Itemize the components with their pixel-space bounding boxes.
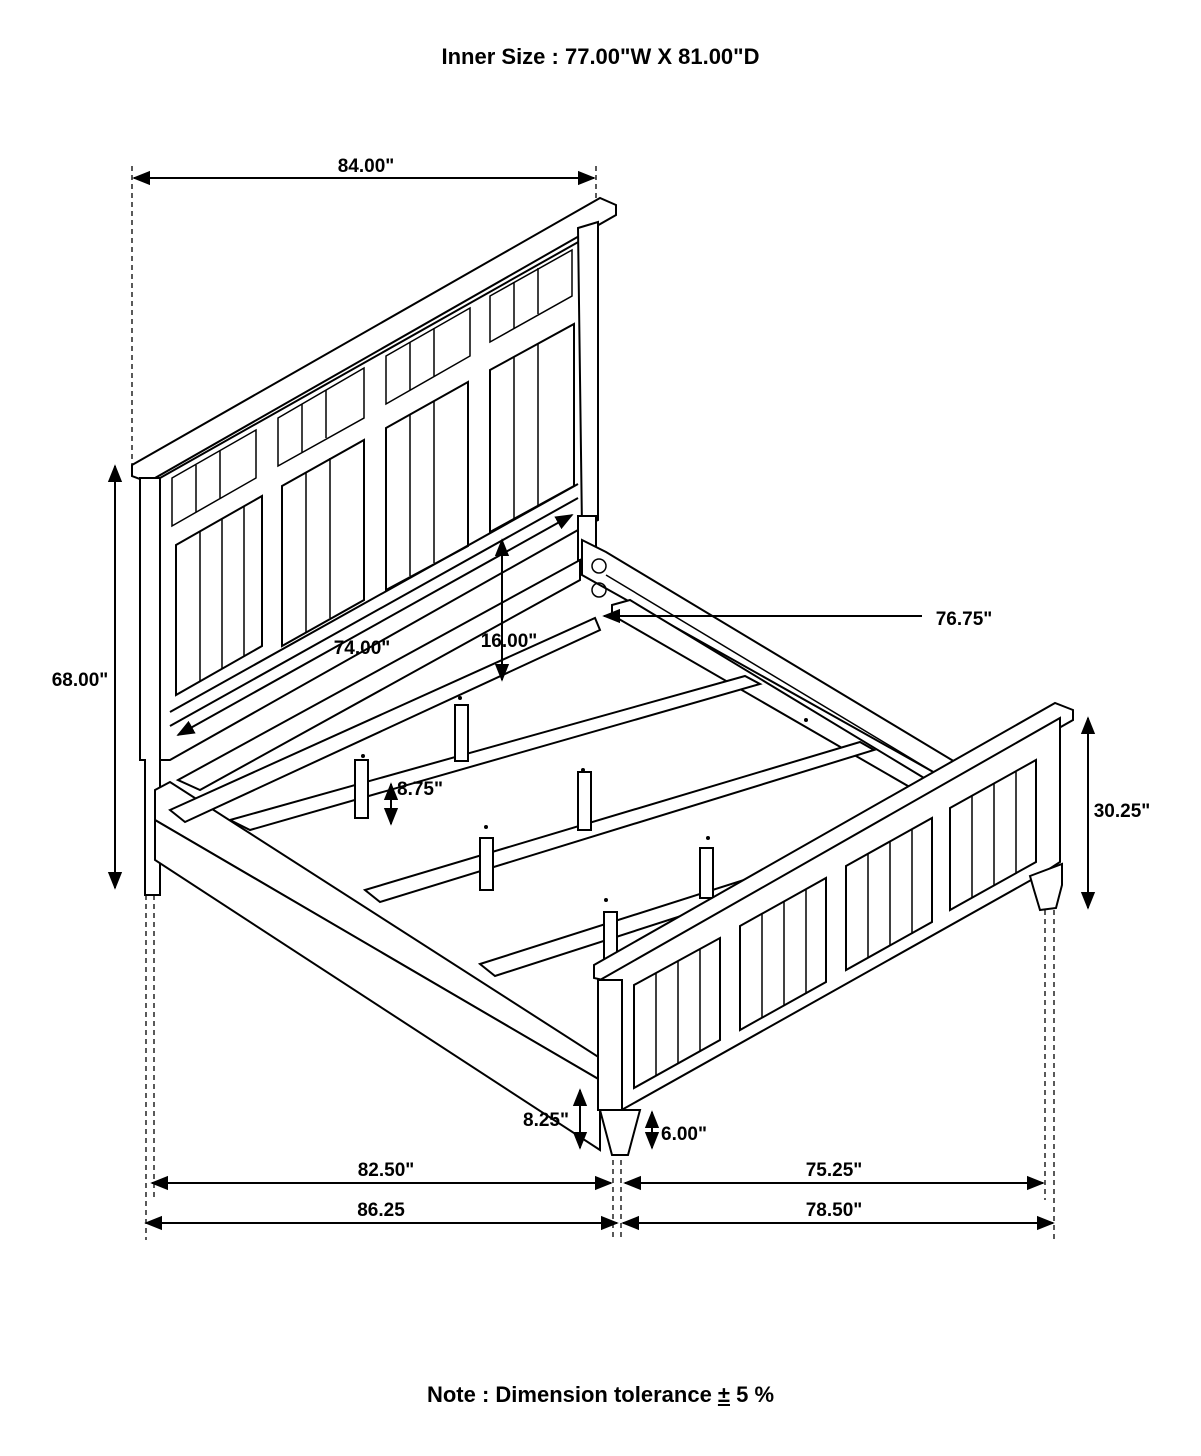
dim-rail-height: 16.00" xyxy=(481,631,538,652)
dim-side-rail: 76.75" xyxy=(936,609,993,630)
dim-footboard-height: 30.25" xyxy=(1094,801,1151,822)
note-prefix: Note : Dimension tolerance xyxy=(426,1382,718,1407)
plus-minus-symbol: ± xyxy=(717,1382,730,1407)
footboard xyxy=(593,701,1074,1156)
dim-width-78-50: 78.50" xyxy=(806,1200,863,1221)
dimension-arrows xyxy=(107,170,1096,1231)
dim-headboard-height: 68.00" xyxy=(52,670,109,691)
dimension-labels: 84.00" 68.00" 74.00" 16.00" 76.75" 8.75"… xyxy=(52,156,1151,1221)
dim-length-86-25: 86.25 xyxy=(357,1200,405,1221)
dim-width-75-25: 75.25" xyxy=(806,1160,863,1181)
dim-length-82-50: 82.50" xyxy=(358,1160,415,1181)
inner-size-title: Inner Size : 77.00"W X 81.00"D xyxy=(441,44,760,69)
dim-slat-leg: 8.75" xyxy=(397,779,443,800)
dim-inner-width: 74.00" xyxy=(334,638,391,659)
dim-headboard-width: 84.00" xyxy=(338,156,395,177)
dim-rail-clearance: 8.25" xyxy=(523,1110,569,1131)
note-suffix: 5 % xyxy=(730,1382,775,1407)
tolerance-note: Note : Dimension tolerance ± 5 % xyxy=(0,1382,1201,1408)
dim-foot-leg: 6.00" xyxy=(661,1124,707,1145)
